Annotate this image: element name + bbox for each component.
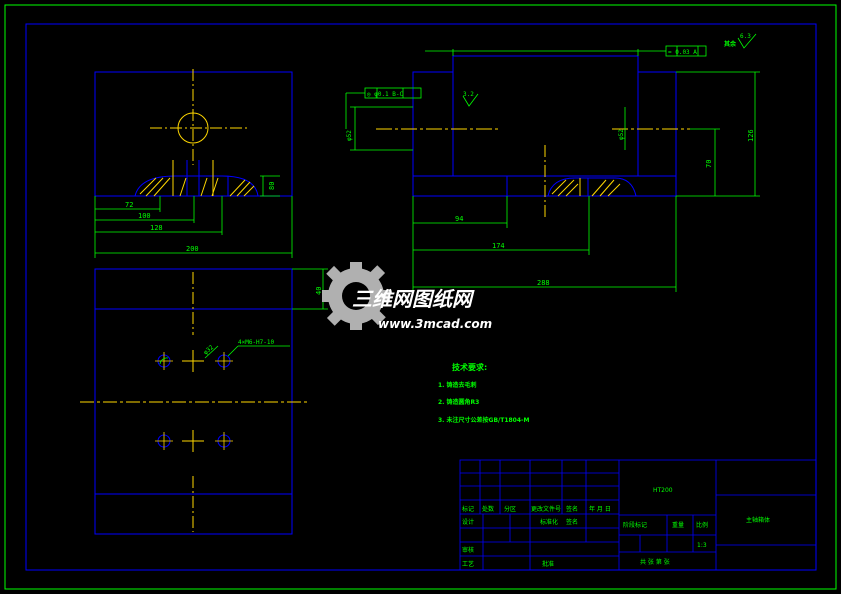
- top-left-view: [94, 69, 293, 197]
- dim-128: 128: [150, 224, 163, 232]
- dim-100: 100: [138, 212, 151, 220]
- part-name: 主轴箱体: [746, 516, 770, 524]
- roughness-other-label: 其余: [724, 40, 737, 48]
- tb-review: 审核: [462, 546, 474, 554]
- parallelism-frame-text: = 0.03 A: [668, 49, 697, 56]
- front-view: [376, 55, 690, 218]
- dim-200: 200: [186, 245, 199, 253]
- bottom-left-dimensions: [204, 268, 328, 359]
- roughness-inner-value: 3.2: [463, 91, 474, 98]
- dim-288: 288: [537, 279, 550, 287]
- tech-req-item-3: 3. 未注尺寸公差按GB/T1804-M: [438, 416, 530, 424]
- dim-40-side: 80: [268, 182, 276, 190]
- front-view-dimensions: [345, 49, 760, 292]
- tb-process: 工艺: [462, 560, 474, 568]
- tb-label-6: 年 月 日: [589, 505, 611, 513]
- tb-standard: 标准化: [540, 518, 558, 526]
- roughness-symbol-inner: 3.2: [462, 91, 479, 107]
- tb-label-2: 处数: [482, 505, 494, 513]
- tb-scale: 比例: [696, 521, 708, 529]
- tech-req-heading: 技术要求:: [452, 362, 487, 372]
- roughness-symbol-main: 6.3 其余: [724, 33, 757, 49]
- dim-72: 72: [125, 201, 133, 209]
- dim-40: 40: [315, 287, 323, 295]
- bore-circle: [177, 112, 209, 144]
- title-block: [459, 459, 817, 571]
- tb-label-4: 更改文件号: [531, 505, 561, 513]
- inner-border: [25, 23, 817, 571]
- dim-phi32: φ32: [202, 344, 215, 357]
- roughness-value: 6.3: [740, 33, 751, 40]
- dim-126: 126: [747, 129, 755, 142]
- watermark-url: www.3mcad.com: [378, 317, 492, 331]
- watermark-logo: [322, 262, 390, 330]
- position-frame-text: ◎ φ0.1 B-C: [367, 91, 404, 98]
- dim-phi52-right: φ52: [618, 129, 625, 140]
- dim-holes: 4×M6-H7-10: [238, 339, 275, 346]
- tb-design: 设计: [462, 518, 474, 526]
- tb-approve: 批准: [542, 560, 554, 568]
- dim-phi52-left: φ52: [346, 130, 353, 141]
- tb-sheet-info: 共 张 第 张: [640, 558, 670, 566]
- tech-req-item-1: 1. 铸造去毛刺: [438, 381, 477, 389]
- material: HT200: [653, 487, 673, 494]
- watermark-brand: 三维网图纸网: [352, 287, 475, 311]
- dim-174: 174: [492, 242, 505, 250]
- dim-70: 70: [705, 160, 713, 168]
- tb-label-3: 分区: [504, 505, 516, 513]
- tb-label-1: 标记: [462, 505, 474, 513]
- tb-weight: 重量: [672, 521, 684, 529]
- tb-stage: 阶段标记: [623, 521, 647, 529]
- position-frame: ◎ φ0.1 B-C: [364, 87, 422, 99]
- tb-sign: 签名: [566, 518, 578, 526]
- parallelism-frame: = 0.03 A: [665, 45, 707, 57]
- top-left-dimensions: [94, 175, 293, 258]
- tb-scale-value: 1:3: [697, 542, 707, 549]
- dim-94: 94: [455, 215, 463, 223]
- tech-req-item-2: 2. 铸造圆角R3: [438, 398, 479, 406]
- outer-border: [4, 4, 837, 590]
- bottom-left-view: [80, 268, 310, 535]
- tb-label-5: 签名: [566, 505, 578, 513]
